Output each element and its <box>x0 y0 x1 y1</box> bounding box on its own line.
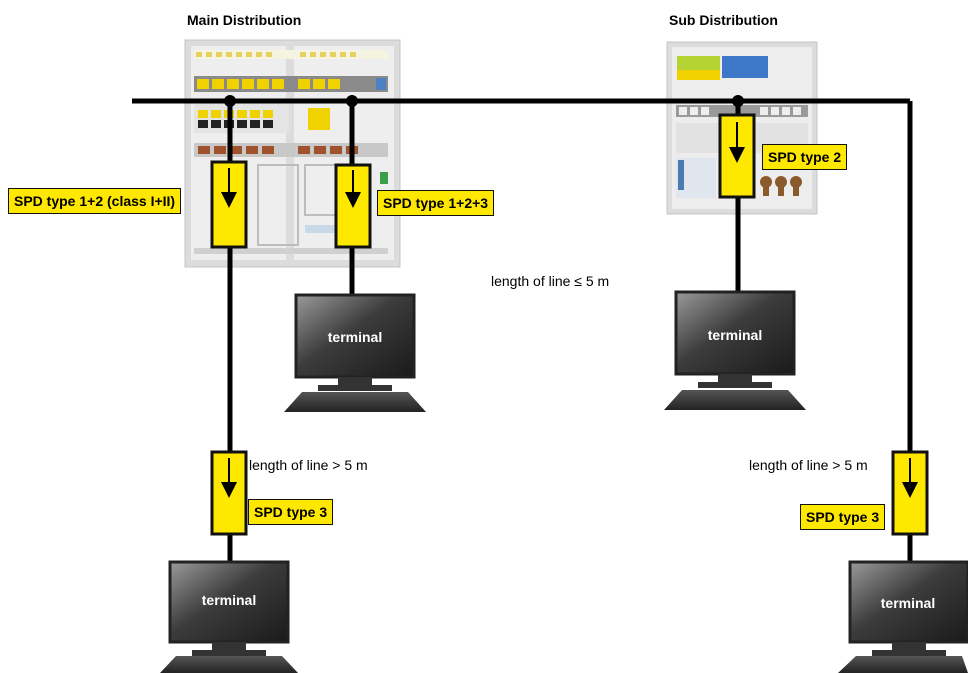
main-distribution-cabinet <box>184 39 401 268</box>
line-length-long-note-left: length of line > 5 m <box>249 457 368 473</box>
line-length-short-note: length of line ≤ 5 m <box>491 273 610 289</box>
spd-device-type-3-left <box>210 450 248 536</box>
spd-label-type-3-right: SPD type 3 <box>800 504 886 530</box>
spd-label-type-1-2: SPD type 1+2 (class I+II) <box>8 188 182 214</box>
terminal-label: terminal <box>202 592 256 608</box>
sub-distribution-title: Sub Distribution <box>669 12 778 28</box>
junction-dots <box>224 95 744 107</box>
terminal-2: terminal <box>664 290 806 410</box>
spd-device-type-1-2-3 <box>334 163 372 249</box>
terminal-label: terminal <box>328 329 382 345</box>
spd-label-type-2: SPD type 2 <box>762 144 848 170</box>
terminal-4: terminal <box>838 560 968 673</box>
spd-label-type-3-left: SPD type 3 <box>248 499 334 525</box>
main-distribution-title: Main Distribution <box>187 12 302 28</box>
spd-device-type-1-2 <box>210 160 248 249</box>
terminal-3: terminal <box>160 560 298 673</box>
spd-device-type-3-right <box>891 450 929 536</box>
terminal-1: terminal <box>284 293 426 412</box>
terminal-label: terminal <box>708 327 762 343</box>
line-length-long-note-right: length of line > 5 m <box>749 457 868 473</box>
terminal-label: terminal <box>881 595 935 611</box>
spd-device-type-2 <box>718 113 756 199</box>
spd-label-type-1-2-3: SPD type 1+2+3 <box>377 190 495 216</box>
